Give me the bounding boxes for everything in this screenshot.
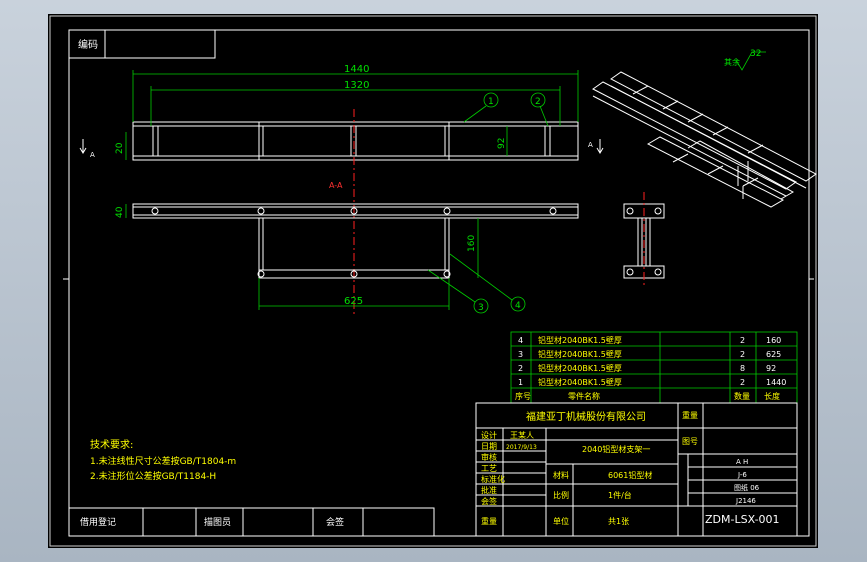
title-block: 福建亚丁机械股份有限公司 2040铝型材支架一 设计 王某人 日期 2017/9… xyxy=(475,402,798,537)
unit: 共1张 xyxy=(608,517,629,526)
dim-40: 40 xyxy=(115,206,125,218)
svg-text:图纸 06: 图纸 06 xyxy=(734,483,760,492)
code-block xyxy=(68,29,216,59)
bom-header-name: 零件名称 xyxy=(568,391,600,401)
bom-name: 铝型材2040BK1.5壁厚 xyxy=(538,377,622,387)
svg-text:3: 3 xyxy=(478,303,484,313)
dim-92: 92 xyxy=(497,138,507,149)
dim-160: 160 xyxy=(467,235,477,252)
drawing-frame xyxy=(68,29,810,537)
bottom-cell-2: 描图员 xyxy=(204,516,231,528)
technical-notes: 技术要求: 1.未注线性尺寸公差按GB/T1804-m 2.未注形位公差按GB/… xyxy=(90,438,236,482)
svg-text:标准化: 标准化 xyxy=(481,474,505,484)
balloon-1: 1 xyxy=(463,92,499,123)
bom-table: 4 铝型材2040BK1.5壁厚 2 160 3 铝型材2040BK1.5壁厚 … xyxy=(510,331,798,404)
balloon-2: 2 xyxy=(530,92,549,127)
svg-text:审核: 审核 xyxy=(481,452,497,462)
drawing-date: 2017/9/13 xyxy=(506,444,537,451)
front-view xyxy=(132,203,579,279)
svg-text:图号: 图号 xyxy=(682,437,698,446)
bom-qty: 8 xyxy=(740,364,745,373)
svg-text:A: A xyxy=(588,141,593,149)
drawing-canvas: 编码 32 其余 1440 1320 20 92 A A xyxy=(48,14,818,548)
svg-text:工艺: 工艺 xyxy=(481,464,497,473)
bom-len: 625 xyxy=(766,350,781,359)
front-view-dimensions: 40 160 625 xyxy=(115,204,479,310)
svg-text:J2146: J2146 xyxy=(735,497,756,505)
bom-no: 1 xyxy=(518,378,523,387)
bom-header-no: 序号 xyxy=(515,391,531,401)
bom-no: 4 xyxy=(518,336,523,345)
dim-20: 20 xyxy=(115,142,125,154)
bom-no: 3 xyxy=(518,350,523,359)
bom-no: 2 xyxy=(518,364,523,373)
dim-1440: 1440 xyxy=(344,64,369,75)
bom-header-len: 长度 xyxy=(764,391,780,401)
bom-name: 铝型材2040BK1.5壁厚 xyxy=(538,363,622,373)
isometric-view xyxy=(592,71,817,208)
designer-name: 王某人 xyxy=(510,431,534,440)
balloon-3: 3 xyxy=(427,269,489,314)
scale: 1件/台 xyxy=(608,490,632,500)
balloon-4: 4 xyxy=(449,253,526,312)
svg-text:2: 2 xyxy=(535,97,541,107)
svg-text:日期: 日期 xyxy=(481,442,497,451)
bom-qty: 2 xyxy=(740,350,745,359)
svg-text:重量: 重量 xyxy=(481,516,497,526)
dim-1320: 1320 xyxy=(344,80,369,91)
top-view xyxy=(132,121,579,161)
svg-text:32: 32 xyxy=(750,49,761,59)
bottom-bar: 借用登记 描图员 会签 xyxy=(68,507,435,537)
svg-text:批准: 批准 xyxy=(481,485,497,495)
svg-text:比例: 比例 xyxy=(553,490,569,500)
note-line-1: 1.未注线性尺寸公差按GB/T1804-m xyxy=(90,455,236,467)
company-name: 福建亚丁机械股份有限公司 xyxy=(526,410,646,423)
material: 6061铝型材 xyxy=(608,470,652,480)
drawing-number: ZDM-LSX-001 xyxy=(705,513,780,526)
svg-text:1: 1 xyxy=(488,97,494,107)
bom-qty: 2 xyxy=(740,336,745,345)
svg-text:A H: A H xyxy=(736,458,748,466)
dim-625: 625 xyxy=(344,296,363,307)
section-label: A-A xyxy=(329,181,343,190)
bom-len: 1440 xyxy=(766,378,786,387)
side-view xyxy=(623,192,665,288)
svg-text:设计: 设计 xyxy=(481,430,497,440)
svg-text:材料: 材料 xyxy=(553,470,569,480)
bom-qty: 2 xyxy=(740,378,745,387)
bom-name: 铝型材2040BK1.5壁厚 xyxy=(538,349,622,359)
notes-title: 技术要求: xyxy=(90,438,133,451)
svg-text:单位: 单位 xyxy=(553,516,569,526)
bom-len: 160 xyxy=(766,336,781,345)
svg-text:其余: 其余 xyxy=(724,57,740,67)
bottom-cell-1: 借用登记 xyxy=(80,516,116,528)
svg-text:A: A xyxy=(90,151,95,159)
roughness-symbol: 32 其余 xyxy=(724,49,766,71)
svg-text:重量: 重量 xyxy=(682,410,698,420)
svg-text:4: 4 xyxy=(515,301,521,311)
bottom-cell-3: 会签 xyxy=(326,516,344,528)
bom-header-qty: 数量 xyxy=(734,391,750,401)
cad-drawing: 编码 32 其余 1440 1320 20 92 A A xyxy=(49,15,817,547)
code-label: 编码 xyxy=(78,38,98,51)
bom-len: 92 xyxy=(766,364,776,373)
svg-text:会签: 会签 xyxy=(481,496,497,506)
bom-name: 铝型材2040BK1.5壁厚 xyxy=(538,335,622,345)
top-view-dimensions: 1440 1320 20 92 A A xyxy=(79,64,604,160)
svg-text:J-6: J-6 xyxy=(737,471,747,479)
part-name: 2040铝型材支架一 xyxy=(582,444,650,454)
outer-border xyxy=(49,15,817,547)
note-line-2: 2.未注形位公差按GB/T1184-H xyxy=(90,470,216,482)
